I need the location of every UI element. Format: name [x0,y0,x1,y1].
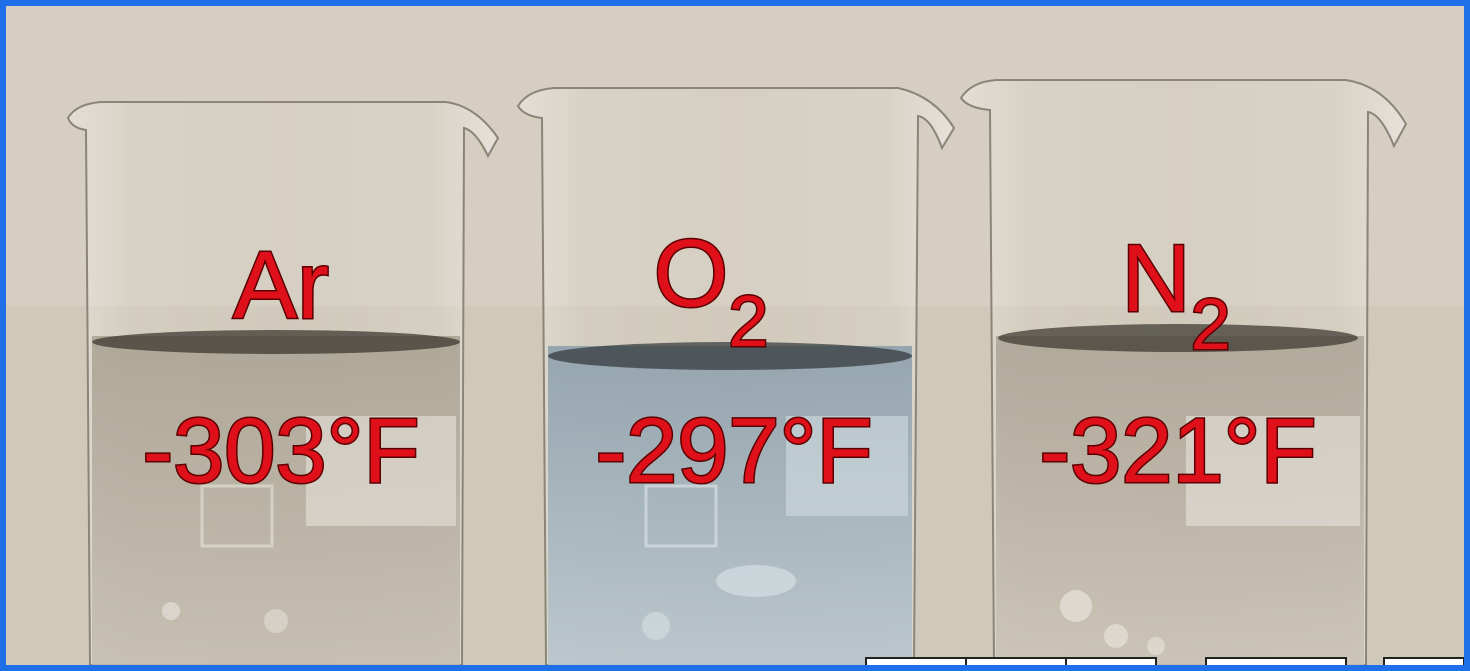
element-symbol: N2 [1121,225,1230,365]
element-symbol: O2 [654,220,769,362]
element-symbol-subscript: 2 [1191,285,1231,365]
element-symbol: Ar [233,232,329,339]
beaker-argon: Ar -303°F [66,101,500,665]
temperature-label: -303°F [142,400,419,502]
temperature-label: -297°F [595,400,872,502]
element-symbol-base: N [1121,225,1190,332]
beakers-photo: Ar -303°F O2 -297°F N [6,6,1464,665]
liquid-surface [998,324,1358,352]
beaker-oxygen: O2 -297°F [516,87,956,665]
temperature-label: -321°F [1039,400,1316,502]
liquid-surface [92,330,460,354]
element-symbol-subscript: 2 [728,282,768,362]
element-symbol-base: O [654,220,729,327]
liquid-surface [548,342,912,370]
bottom-strip-boxes [865,657,1464,665]
beaker-nitrogen: N2 -321°F [959,79,1408,665]
